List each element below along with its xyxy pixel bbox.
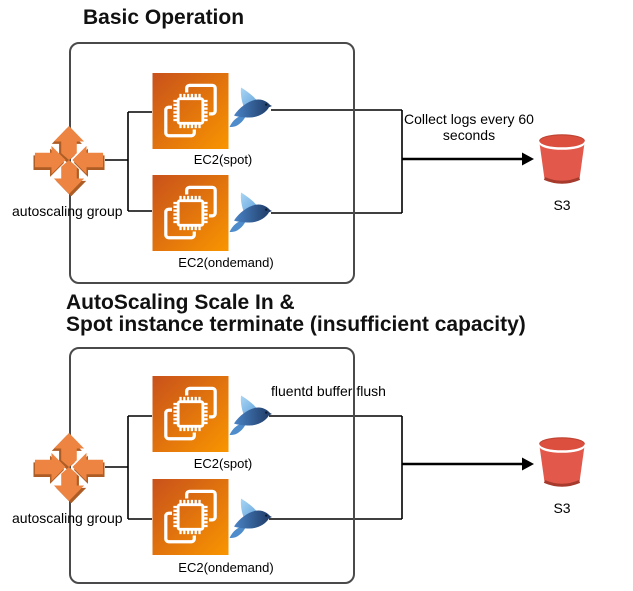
basic-arrow-head xyxy=(522,152,534,166)
fluentd-bird-icon xyxy=(227,192,272,234)
fluentd-bird-icon xyxy=(227,498,272,540)
s3-label: S3 xyxy=(553,197,571,213)
ec2-spot-label: EC2(spot) xyxy=(193,456,253,471)
s3-label: S3 xyxy=(553,500,571,516)
ec2-ondemand-icon xyxy=(151,175,230,251)
ec2-spot-icon xyxy=(151,73,230,149)
scale-in-arrow-head xyxy=(522,457,534,471)
autoscaling-group-label: autoscaling group xyxy=(12,203,123,219)
basic-operation-title: Basic Operation xyxy=(83,6,245,29)
fluentd-buffer-flush-annotation: fluentd buffer flush xyxy=(271,383,386,399)
ec2-ondemand-label: EC2(ondemand) xyxy=(178,560,274,575)
ec2-spot-icon xyxy=(151,376,230,452)
s3-bucket-icon xyxy=(534,130,590,190)
fluentd-bird-icon xyxy=(227,87,272,129)
fluentd-bird-icon xyxy=(227,395,272,437)
ec2-ondemand-icon xyxy=(151,479,230,555)
annotation-line: seconds xyxy=(442,127,496,143)
scale-in-title-line2: Spot instance terminate (insufficient ca… xyxy=(66,313,526,336)
ec2-spot-label: EC2(spot) xyxy=(193,152,253,167)
autoscaling-icon xyxy=(33,431,105,503)
autoscaling-group-label: autoscaling group xyxy=(12,510,123,526)
scale-in-title-line1: AutoScaling Scale In & xyxy=(66,291,295,314)
annotation-line: Collect logs every 60 xyxy=(404,111,534,127)
scale-in-title: AutoScaling Scale In & Spot instance ter… xyxy=(66,292,526,336)
ec2-ondemand-label: EC2(ondemand) xyxy=(178,255,274,270)
collect-logs-annotation: Collect logs every 60 seconds xyxy=(399,111,539,143)
s3-bucket-icon xyxy=(534,433,590,493)
autoscaling-icon xyxy=(33,124,105,196)
